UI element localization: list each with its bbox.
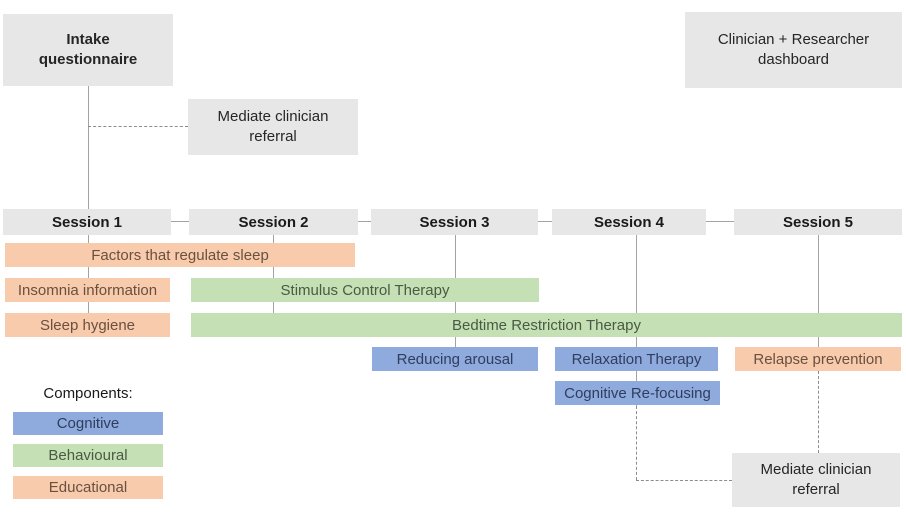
- line-session1-session2: [171, 221, 189, 222]
- bar-insomnia-information: Insomnia information: [5, 278, 170, 302]
- bar-relapse-prevention: Relapse prevention: [735, 347, 901, 371]
- line-session1-down: [88, 235, 89, 313]
- mediate-clinician-referral-bottom-box: Mediate clinician referral: [732, 453, 900, 507]
- session-1-header: Session 1: [3, 209, 171, 235]
- mediate-clinician-referral-bottom-label: Mediate clinician referral: [760, 460, 872, 498]
- session-3-header: Session 3: [371, 209, 538, 235]
- dashed-line-session4-to-mediate-bottom: [636, 480, 732, 481]
- dashed-line-session5-to-mediate-bottom: [818, 371, 819, 453]
- line-session2-down: [273, 235, 274, 313]
- intake-questionnaire-box: Intake questionnaire: [3, 14, 173, 86]
- line-session2-session3: [358, 221, 371, 222]
- mediate-clinician-referral-top-box: Mediate clinician referral: [188, 99, 358, 155]
- line-session5-down: [818, 235, 819, 371]
- legend-item-educational: Educational: [13, 476, 163, 499]
- line-session4-session5: [706, 221, 734, 222]
- intake-questionnaire-label: Intake questionnaire: [38, 30, 138, 68]
- bar-reducing-arousal: Reducing arousal: [372, 347, 538, 371]
- dashed-line-intake-to-mediate-top: [88, 126, 188, 127]
- dashed-line-session4-down: [636, 406, 637, 480]
- bar-relaxation-therapy: Relaxation Therapy: [555, 347, 718, 371]
- line-intake-to-session1: [88, 86, 89, 209]
- bar-factors-that-regulate-sleep: Factors that regulate sleep: [5, 243, 355, 267]
- line-session3-session4: [538, 221, 552, 222]
- session-5-header: Session 5: [734, 209, 902, 235]
- legend-item-cognitive: Cognitive: [13, 412, 163, 435]
- bar-stimulus-control-therapy: Stimulus Control Therapy: [191, 278, 539, 302]
- bar-sleep-hygiene: Sleep hygiene: [5, 313, 170, 337]
- session-4-header: Session 4: [552, 209, 706, 235]
- mediate-clinician-referral-top-label: Mediate clinician referral: [217, 107, 329, 145]
- session-2-header: Session 2: [189, 209, 358, 235]
- clinician-researcher-dashboard-label: Clinician + Researcher dashboard: [717, 30, 870, 68]
- legend-item-behavioural: Behavioural: [13, 444, 163, 467]
- bar-bedtime-restriction-therapy: Bedtime Restriction Therapy: [191, 313, 902, 337]
- clinician-researcher-dashboard-box: Clinician + Researcher dashboard: [685, 12, 902, 88]
- bar-cognitive-refocusing: Cognitive Re-focusing: [555, 381, 720, 405]
- legend-title: Components:: [43, 385, 133, 402]
